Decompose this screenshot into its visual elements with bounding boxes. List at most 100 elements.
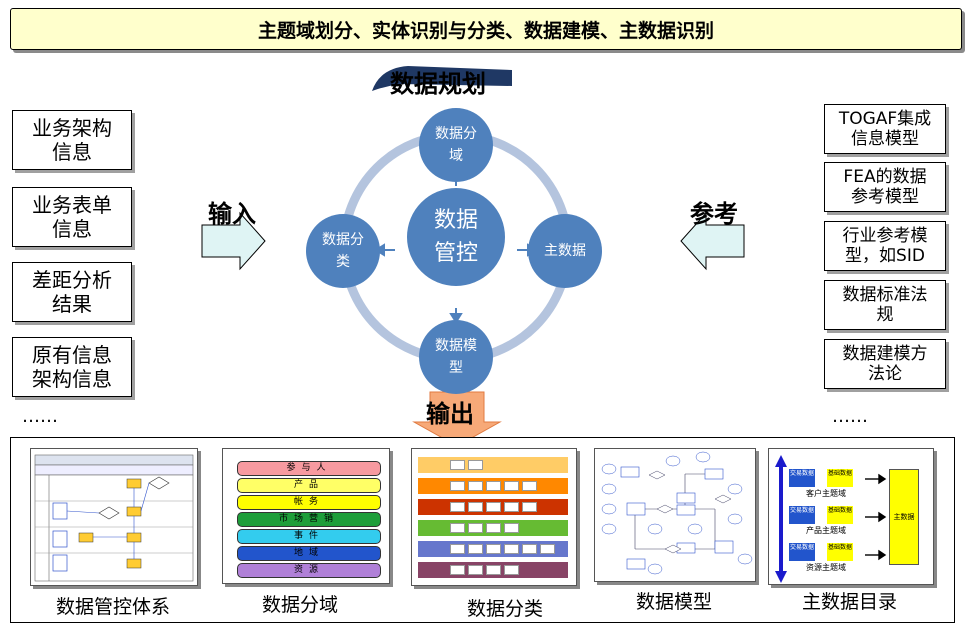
class-row (418, 478, 568, 494)
class-cell (468, 565, 483, 575)
reference-item-5: 数据建模方法论 (824, 339, 946, 389)
class-cell (522, 481, 537, 491)
caption-master-catalog: 主数据目录 (802, 591, 898, 613)
class-row (418, 520, 568, 536)
node-left: 数据分类 (306, 214, 380, 288)
caption-domain: 数据分域 (262, 594, 339, 616)
caption-governance: 数据管控体系 (56, 596, 171, 618)
input-item-4: 原有信息架构信息 (12, 337, 132, 397)
input-more: …… (22, 406, 58, 427)
governance-flow-icon (34, 454, 194, 582)
domain-layer: 市场营销 (237, 512, 381, 527)
node-bottom: 数据模型 (419, 320, 493, 394)
hub-label: 数据管控 (433, 208, 478, 266)
class-cell (522, 544, 537, 554)
er-diagram-icon (601, 451, 753, 575)
domain-layer: 帐务 (237, 495, 381, 510)
reference-item-4: 数据标准法规 (824, 280, 946, 330)
class-cell (468, 502, 483, 512)
governance-thumbnail (30, 448, 198, 586)
class-cell (486, 544, 501, 554)
down-arrow-icon (412, 391, 502, 447)
node-left-label: 数据分类 (322, 231, 364, 270)
node-right-label: 主数据 (544, 242, 586, 259)
node-bottom-label: 数据模型 (435, 337, 477, 376)
input-item-3: 差距分析结果 (12, 262, 132, 322)
reference-item-text: TOGAF集成信息模型 (838, 108, 932, 149)
class-cell (486, 523, 501, 533)
class-cell (486, 481, 501, 491)
domain-caption: 资源主题域 (806, 563, 846, 572)
trade-data-cell: 交易数据 (789, 469, 815, 487)
planning-swoosh-icon (372, 66, 512, 91)
class-cell (486, 502, 501, 512)
left-arrow-icon (680, 211, 745, 271)
reference-item-text: FEA的数据参考模型 (843, 166, 927, 207)
reference-label: 参考 (690, 200, 738, 228)
output-label: 输出 (426, 400, 474, 428)
class-cell (504, 523, 519, 533)
class-cell (504, 502, 519, 512)
class-row (418, 499, 568, 515)
hub-circle: 数据管控 (407, 188, 505, 286)
reference-item-text: 数据建模方法论 (842, 343, 928, 384)
domain-layer: 资源 (237, 563, 381, 578)
class-cell (468, 460, 483, 470)
class-cell (522, 502, 537, 512)
class-cell (504, 544, 519, 554)
class-cell (468, 523, 483, 533)
class-cell (540, 544, 555, 554)
master-data-box: 主数据 (889, 469, 919, 565)
class-row (418, 541, 568, 557)
reference-item-text: 行业参考模型，如SID (842, 225, 928, 266)
domain-caption: 产品主题域 (806, 526, 846, 535)
class-row (418, 457, 568, 473)
input-item-1: 业务架构信息 (12, 110, 132, 170)
master-data-thumbnail: 交易数据 基础数据 客户主题域 交易数据 基础数据 产品主题域 交易数据 基础数… (768, 448, 934, 585)
class-cell (450, 523, 465, 533)
input-item-text: 差距分析结果 (32, 268, 112, 316)
reference-item-text: 数据标准法规 (842, 284, 928, 325)
domain-caption: 客户主题域 (806, 489, 846, 498)
class-row (418, 562, 568, 578)
caption-model: 数据模型 (636, 591, 713, 613)
right-arrow-icon (201, 211, 266, 271)
trade-data-cell: 交易数据 (789, 543, 815, 561)
class-cell (468, 481, 483, 491)
master-data-label: 主数据 (893, 513, 915, 521)
reference-item-1: TOGAF集成信息模型 (824, 104, 946, 154)
title-banner: 主题域划分、实体识别与分类、数据建模、主数据识别 (10, 8, 962, 50)
class-cell (486, 565, 501, 575)
class-cell (504, 481, 519, 491)
input-item-text: 业务表单信息 (32, 193, 112, 241)
domain-layer: 事件 (237, 529, 381, 544)
reference-item-2: FEA的数据参考模型 (824, 162, 946, 212)
reference-more: …… (832, 406, 868, 427)
domain-layer: 参与人 (237, 461, 381, 476)
class-cell (450, 460, 465, 470)
domain-layer: 产品 (237, 478, 381, 493)
base-data-cell: 基础数据 (827, 543, 853, 561)
input-item-text: 业务架构信息 (32, 116, 112, 164)
input-item-2: 业务表单信息 (12, 187, 132, 247)
input-item-text: 原有信息架构信息 (32, 343, 112, 391)
class-cell (504, 565, 519, 575)
class-cell (450, 481, 465, 491)
base-data-cell: 基础数据 (827, 469, 853, 487)
domain-layer: 地域 (237, 546, 381, 561)
planning-label: 数据规划 (390, 70, 486, 98)
master-data-arrows (775, 455, 887, 583)
class-cell (450, 502, 465, 512)
class-cell (468, 544, 483, 554)
class-cell (450, 544, 465, 554)
caption-classification: 数据分类 (467, 598, 544, 620)
classification-thumbnail (411, 448, 577, 586)
node-top: 数据分域 (419, 108, 493, 182)
base-data-cell: 基础数据 (827, 506, 853, 524)
domain-thumbnail: 参与人 产品 帐务 市场营销 事件 地域 资源 (222, 448, 390, 584)
reference-item-3: 行业参考模型，如SID (824, 221, 946, 271)
input-label: 输入 (208, 200, 256, 228)
node-top-label: 数据分域 (435, 125, 477, 164)
node-right: 主数据 (528, 214, 602, 288)
trade-data-cell: 交易数据 (789, 506, 815, 524)
